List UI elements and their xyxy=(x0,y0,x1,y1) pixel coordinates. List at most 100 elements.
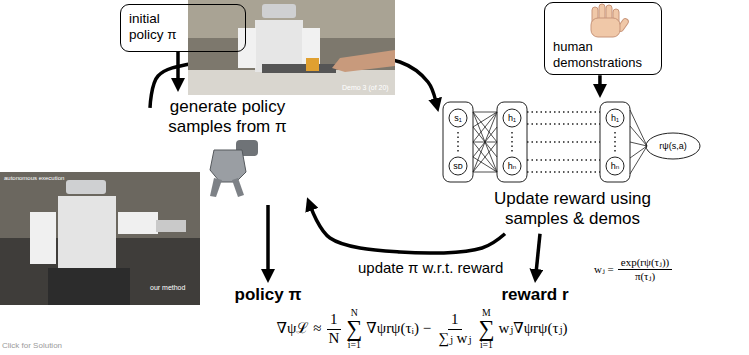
formula-term: π(τⱼ) xyxy=(632,270,658,283)
neural-network-part xyxy=(449,157,467,175)
neural-network-part xyxy=(497,102,527,182)
formula-term: N xyxy=(325,330,342,347)
demo-photo-part xyxy=(238,28,256,68)
neural-network-part xyxy=(503,157,521,175)
process-box: initial policy π xyxy=(120,4,246,52)
demo-photo-part xyxy=(188,70,395,95)
formula: wⱼ = exp(rψ(τⱼ))π(τⱼ) xyxy=(592,256,674,282)
neural-network-part-part xyxy=(630,142,647,146)
neural-network-part-part xyxy=(527,171,600,173)
neural-network-part-part xyxy=(457,132,459,152)
neural-network-part-part xyxy=(473,112,497,172)
demo-photo-part xyxy=(306,58,319,71)
robot-photo-part xyxy=(48,268,130,305)
robot-gripper-part xyxy=(232,178,244,197)
output-label: reward r xyxy=(492,283,578,307)
formula-term: ∑ xyxy=(346,318,362,341)
step-label: Update reward using samples & demos xyxy=(440,98,705,234)
neural-network-part-part xyxy=(630,110,647,146)
robot-photo-part xyxy=(58,196,116,268)
formula-term: ∑ⱼ wⱼ xyxy=(435,330,474,347)
photo-caption: autonomous execution xyxy=(4,175,64,182)
demo-photo-part xyxy=(188,0,395,95)
robot-photo-part xyxy=(0,172,200,305)
neuron-label: sᴅ xyxy=(453,161,462,171)
fraction: exp(rψ(τⱼ))π(τⱼ) xyxy=(618,256,672,282)
hand-icon xyxy=(591,4,629,37)
neural-network-part-part xyxy=(473,112,497,172)
neural-network-part-part xyxy=(473,112,497,142)
neural-network-part xyxy=(606,109,624,127)
neural-network-part-part xyxy=(473,172,497,173)
formula-term: exp(rψ(τⱼ)) xyxy=(618,256,672,270)
neural-network-part-part xyxy=(527,141,600,143)
formula-term: ∇ψℒ ≈ xyxy=(277,320,322,337)
neural-network-part-part xyxy=(630,146,647,158)
neural-network-part-part xyxy=(473,157,497,172)
input-box: human demonstrations xyxy=(544,2,662,75)
neural-network-part-part xyxy=(527,111,600,113)
robot-photo xyxy=(0,172,200,305)
output-label: policy π xyxy=(227,283,309,307)
neural-network-part-part xyxy=(630,126,647,146)
photo-caption: our method xyxy=(150,284,185,292)
neural-network-part-part xyxy=(630,146,647,174)
neural-network-part xyxy=(646,133,700,159)
hand-icon-part xyxy=(591,18,620,37)
flow-arrow xyxy=(311,208,505,253)
robot-gripper-part xyxy=(210,178,222,197)
node-text: reward r xyxy=(494,285,576,305)
node-text: Update reward using samples & demos xyxy=(478,189,668,230)
footer-note: Click for Solution xyxy=(2,341,62,350)
robot-photo-part xyxy=(156,220,186,232)
flow-arrow xyxy=(266,205,270,272)
formula-term: 1 xyxy=(327,311,341,329)
robot-gripper xyxy=(210,140,258,197)
formula-term: i=1 xyxy=(348,340,361,350)
formula-term: M xyxy=(482,308,491,318)
node-text: initial policy π xyxy=(129,11,191,43)
neural-network-part xyxy=(503,109,521,127)
neural-network-part xyxy=(443,102,473,182)
neural-network-part-part xyxy=(473,142,497,172)
step-label: generate policy samples from π xyxy=(150,92,305,205)
node-text: human demonstrations xyxy=(553,39,651,70)
node-text: generate policy samples from π xyxy=(158,97,298,138)
neuron-label: hₙ xyxy=(611,161,620,171)
robot-gripper-part xyxy=(210,150,246,182)
formula-term: wⱼ = xyxy=(594,263,614,276)
node-text: policy π xyxy=(229,285,307,305)
formula-term: N xyxy=(351,308,358,318)
formula-term: ∑ xyxy=(478,318,494,341)
sum-operator: N∑i=1 xyxy=(346,308,362,350)
demo-photo-part xyxy=(262,4,296,18)
neural-network-part-part xyxy=(473,112,497,127)
neural-network-part xyxy=(600,102,630,182)
edge-label: update π w.r.t. reward xyxy=(356,259,505,277)
fraction: 1N xyxy=(325,311,342,347)
robot-photo-part xyxy=(66,180,106,194)
robot-photo-part xyxy=(118,212,158,234)
robot-photo-part xyxy=(30,212,56,264)
flow-arrow xyxy=(536,234,540,272)
formula-term: wⱼ∇ψrψ(τⱼ) xyxy=(498,320,567,337)
photo-caption: Demo 3 (of 20) xyxy=(342,84,389,92)
neural-network-part xyxy=(458,112,615,172)
neural-network-part-part xyxy=(527,123,600,125)
neural-network-part-part xyxy=(527,159,600,161)
neuron-label: hₙ xyxy=(508,161,517,171)
demo-photo-part xyxy=(332,50,395,72)
neuron-label: h₁ xyxy=(611,113,619,123)
neural-network-part-part xyxy=(614,132,616,152)
neural-network-part xyxy=(449,109,467,127)
fraction: 1∑ⱼ wⱼ xyxy=(435,311,474,347)
formula: ∇ψℒ ≈1NN∑i=1∇ψrψ(τᵢ) −1∑ⱼ wⱼM∑i=1wⱼ∇ψrψ(… xyxy=(275,308,570,350)
formula-term: ∇ψrψ(τᵢ) − xyxy=(366,320,431,337)
formula-term: i=1 xyxy=(480,340,493,350)
demo-photo-part xyxy=(262,64,336,73)
neural-network-part-part xyxy=(473,112,497,113)
formula-term: 1 xyxy=(448,311,462,329)
output-neuron-label: rψ(s,a) xyxy=(659,141,686,151)
